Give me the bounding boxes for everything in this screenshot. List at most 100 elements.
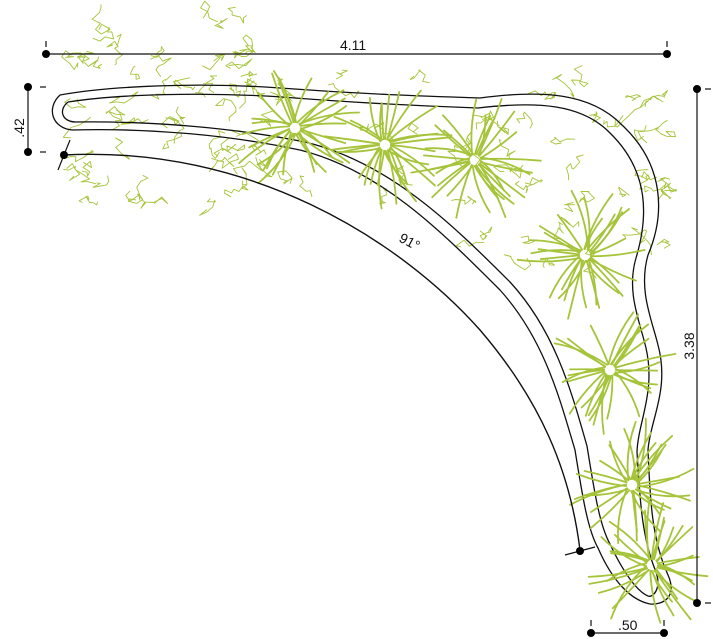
grass-blade [363,146,381,186]
grass-1 [238,70,360,185]
grass-blade [383,150,409,185]
grass-blade [271,72,293,124]
grass-blade [251,120,292,125]
grass-blade [590,237,627,256]
shrub-scribble [150,46,165,58]
grass-blade [606,562,648,582]
grass-blade [539,254,580,261]
grass-blade [611,313,640,366]
grass-2 [323,89,453,210]
grass-blade [537,248,580,256]
shrub-scribble [238,80,255,109]
grass-blade [380,103,385,140]
grass-blade [610,552,649,563]
grass-blade [548,255,581,299]
shrub-scribble [497,120,510,135]
arc-endpoint-end [576,547,584,555]
grass-blade [613,325,640,367]
shrub-scribble [514,180,532,194]
grass-blade [587,375,611,417]
grass-blade [295,133,327,173]
grass-blade [635,488,672,510]
grass-blade [390,144,435,177]
grass-blade [389,147,436,187]
shrub-scribble [205,75,218,94]
grass-blade [561,258,582,291]
grass-blade [384,93,391,140]
shrub-scribble [656,238,671,249]
grass-blade [553,342,608,366]
right-height-dimension: 3.38 [681,85,711,607]
shrub-scribble [481,110,500,127]
grass-blade [589,324,610,366]
grass-blade [650,570,673,603]
shrub-scribble [277,170,293,185]
grass-blade [480,157,542,162]
grass-blade [358,147,382,179]
grass-blade [556,213,583,251]
shrub-scribble [640,95,664,108]
grass-blade [330,143,380,151]
grass-blade [557,260,587,300]
shrub-scribble [208,130,226,159]
shrub-scribble [224,184,249,198]
grass-blade [589,249,646,258]
grass-blade [333,115,382,142]
grass-blade [610,565,647,620]
shrub-scribble [81,161,92,177]
shrub-scribble [226,144,246,152]
grass-blade [435,157,471,174]
bed-bend-inner-edge [61,101,649,597]
shrub-scribble [65,52,90,63]
shrub-scribble [565,154,584,181]
shrub-scribble [542,257,556,268]
shrub-scribble [106,33,122,48]
shrub-scribble [149,74,172,100]
grass-blade [386,89,422,141]
grass-blade [588,258,637,282]
grass-blade [299,122,347,127]
grass-blade [588,258,624,297]
shrub-scribble [233,156,264,175]
shrub-scribble [657,182,672,201]
grass-blade [471,164,491,214]
grass-blade [590,487,628,513]
shrub-scribble [60,150,94,163]
shrub-scribble [552,73,576,100]
grass-blade [587,258,598,306]
grass-blade [384,150,417,203]
grass-blade [589,489,631,530]
grass-blade [390,136,452,145]
shrub-scribble [115,137,130,160]
grass-blade [615,368,652,394]
grass-blade [580,259,588,309]
shrub-scribble [109,91,139,104]
shrub-scribble [451,195,477,205]
grass-blade [656,556,700,565]
shrub-scribble [199,198,216,216]
grass-blade [387,105,439,142]
grass-blade [650,502,665,560]
grass-blade [300,105,348,130]
shrub-scribble [503,254,532,271]
grass-blade [437,161,471,187]
shrub-scribble [92,26,115,42]
grass-blade [273,70,297,123]
grass-4 [516,189,646,320]
shrub-scribble [114,45,124,66]
shrub-scribble [520,235,536,244]
shrub-scribble [618,186,630,198]
grass-blade [478,114,487,157]
grass-blade [470,98,478,156]
shrub-scribble [664,185,678,193]
grass-blade [637,475,680,485]
grass-blade [271,132,294,176]
grass-blade [614,353,677,369]
shrub-scribble [92,175,110,188]
top-dimension-end-dot [663,50,671,58]
shrub-scribble [88,56,103,69]
grass-blade [635,417,647,482]
grass-blade [611,568,650,610]
grass-blade [389,132,439,143]
